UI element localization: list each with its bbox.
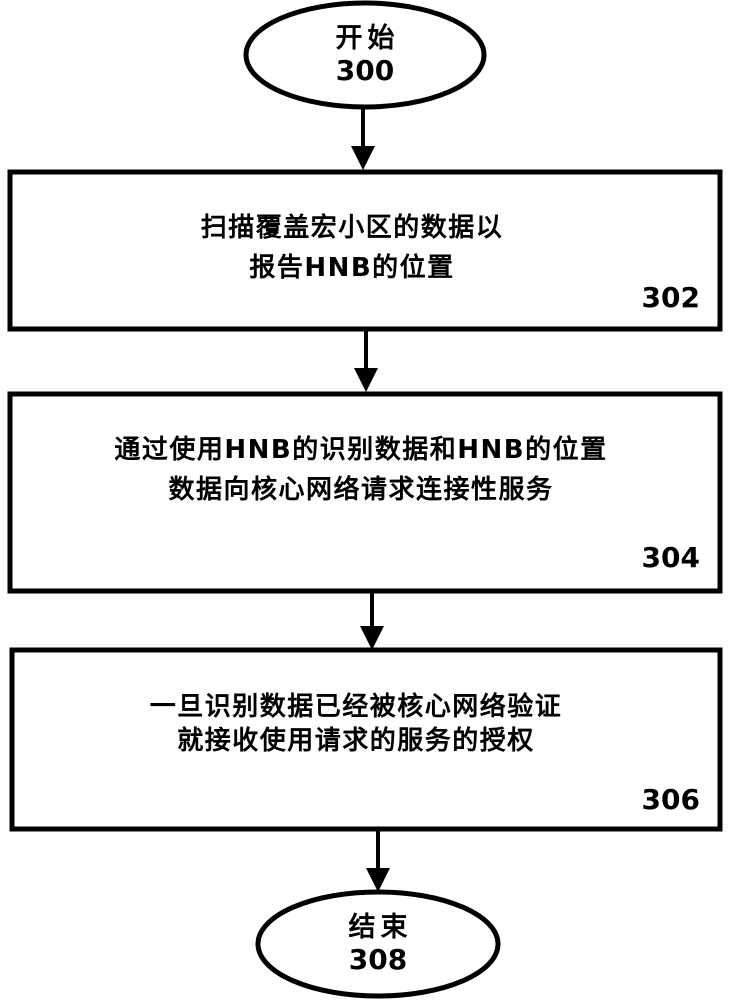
step-302-node[interactable]: 扫描覆盖宏小区的数据以 报告HNB的位置 302 bbox=[8, 170, 722, 330]
arrow-304-to-306-glyph bbox=[360, 592, 384, 650]
step-304-node[interactable]: 通过使用HNB的识别数据和HNB的位置 数据向核心网络请求连接性服务 304 bbox=[8, 392, 722, 592]
step-302-line-2: 报告HNB的位置 bbox=[249, 253, 455, 284]
end-node[interactable]: 结束 308 bbox=[258, 890, 498, 998]
end-oval-outline bbox=[255, 889, 501, 999]
step-306-text: 一旦识别数据已经被核心网络验证 就接收使用请求的服务的授权 bbox=[10, 691, 722, 759]
arrow-306-to-end-glyph bbox=[366, 830, 390, 892]
step-302-text: 扫描覆盖宏小区的数据以 报告HNB的位置 bbox=[8, 208, 722, 289]
end-node-reference: 308 bbox=[348, 942, 408, 976]
step-306-line-2: 就接收使用请求的服务的授权 bbox=[177, 725, 535, 756]
step-304-line-2: 数据向核心网络请求连接性服务 bbox=[168, 475, 554, 506]
start-node[interactable]: 开始 300 bbox=[245, 2, 485, 108]
arrow-302-to-304-glyph bbox=[354, 330, 378, 392]
start-node-reference: 300 bbox=[335, 53, 395, 87]
step-304-reference: 304 bbox=[641, 541, 700, 574]
step-302-reference: 302 bbox=[641, 281, 700, 314]
step-306-reference: 306 bbox=[641, 783, 700, 816]
step-304-text: 通过使用HNB的识别数据和HNB的位置 数据向核心网络请求连接性服务 bbox=[8, 430, 722, 511]
start-node-label: 开始 bbox=[335, 22, 400, 54]
step-306-outline bbox=[9, 647, 723, 832]
step-306-line-1: 一旦识别数据已经被核心网络验证 bbox=[149, 692, 563, 722]
end-node-label: 结束 bbox=[348, 911, 413, 943]
step-304-line-1: 通过使用HNB的识别数据和HNB的位置 bbox=[114, 435, 608, 465]
arrow-start-to-302-glyph bbox=[351, 107, 375, 170]
step-304-outline bbox=[7, 391, 723, 594]
step-302-outline bbox=[7, 169, 723, 332]
step-306-node[interactable]: 一旦识别数据已经被核心网络验证 就接收使用请求的服务的授权 306 bbox=[10, 648, 722, 830]
step-302-line-1: 扫描覆盖宏小区的数据以 bbox=[200, 213, 504, 243]
